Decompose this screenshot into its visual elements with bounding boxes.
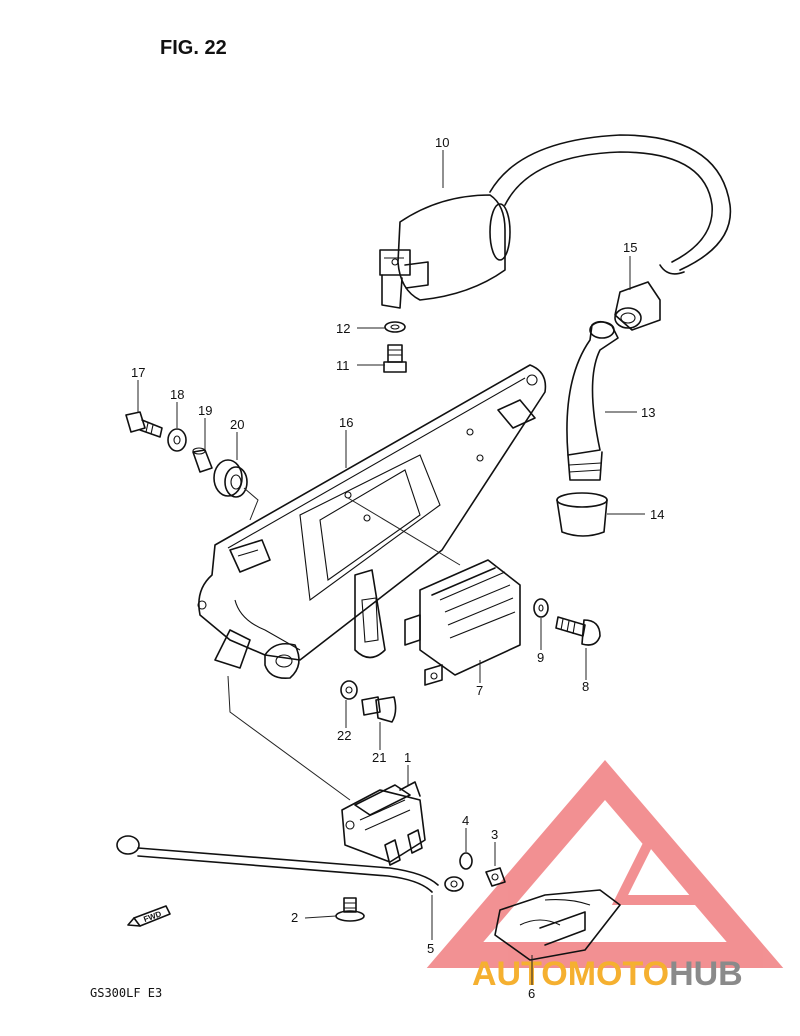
callout-18: 18 — [170, 387, 184, 402]
callout-9: 9 — [537, 650, 544, 665]
callout-10: 10 — [435, 135, 449, 150]
fwd-arrow-icon: FWD — [127, 905, 171, 927]
callout-17: 17 — [131, 365, 145, 380]
callout-11: 11 — [336, 358, 350, 373]
callout-8: 8 — [582, 679, 589, 694]
callout-6: 6 — [528, 986, 535, 1001]
watermark-part2: HUB — [669, 955, 743, 993]
washer-12 — [384, 321, 406, 333]
watermark-part1: AUTOMOTO — [472, 955, 669, 993]
bolt-21 — [361, 696, 397, 723]
callout-16: 16 — [339, 415, 353, 430]
callout-5: 5 — [427, 941, 434, 956]
callout-20: 20 — [230, 417, 244, 432]
watermark-logo — [426, 760, 784, 968]
callout-12: 12 — [336, 321, 350, 336]
callout-22: 22 — [337, 728, 351, 743]
callout-21: 21 — [372, 750, 386, 765]
washer-22 — [340, 680, 358, 700]
link-line-reg — [347, 497, 461, 566]
watermark-text: AUTOMOTOHUB — [472, 955, 743, 993]
callout-1: 1 — [404, 750, 411, 765]
regulator-rectifier — [404, 559, 521, 686]
link-line-grommet — [243, 487, 259, 521]
callout-7: 7 — [476, 683, 483, 698]
washer-9 — [533, 598, 549, 618]
collar-19 — [192, 447, 213, 473]
bolt-17 — [125, 411, 163, 438]
link-line-relay — [227, 675, 351, 801]
model-code: GS300LF E3 — [90, 986, 162, 1000]
lead-wire — [116, 835, 464, 893]
callout-15: 15 — [623, 240, 637, 255]
spark-plug-cap — [566, 320, 619, 481]
washer-4 — [459, 852, 473, 870]
mounting-bracket — [197, 364, 547, 680]
leader-lines — [137, 150, 645, 985]
washer-18 — [167, 428, 187, 452]
bolt-11 — [383, 344, 407, 373]
callout-13: 13 — [641, 405, 655, 420]
bolt-2 — [335, 897, 365, 922]
cap-cover — [556, 492, 608, 537]
boot-seal — [614, 281, 661, 331]
terminal-cover — [494, 889, 621, 961]
bolt-8 — [555, 616, 601, 646]
figure-title: FIG. 22 — [160, 37, 227, 59]
nut-3 — [485, 867, 506, 887]
callout-14: 14 — [650, 507, 664, 522]
callout-2: 2 — [291, 910, 298, 925]
starter-relay — [341, 781, 426, 866]
callout-4: 4 — [462, 813, 469, 828]
grommet-20 — [213, 459, 248, 498]
callout-19: 19 — [198, 403, 212, 418]
ignition-coil — [379, 134, 732, 309]
callout-3: 3 — [491, 827, 498, 842]
